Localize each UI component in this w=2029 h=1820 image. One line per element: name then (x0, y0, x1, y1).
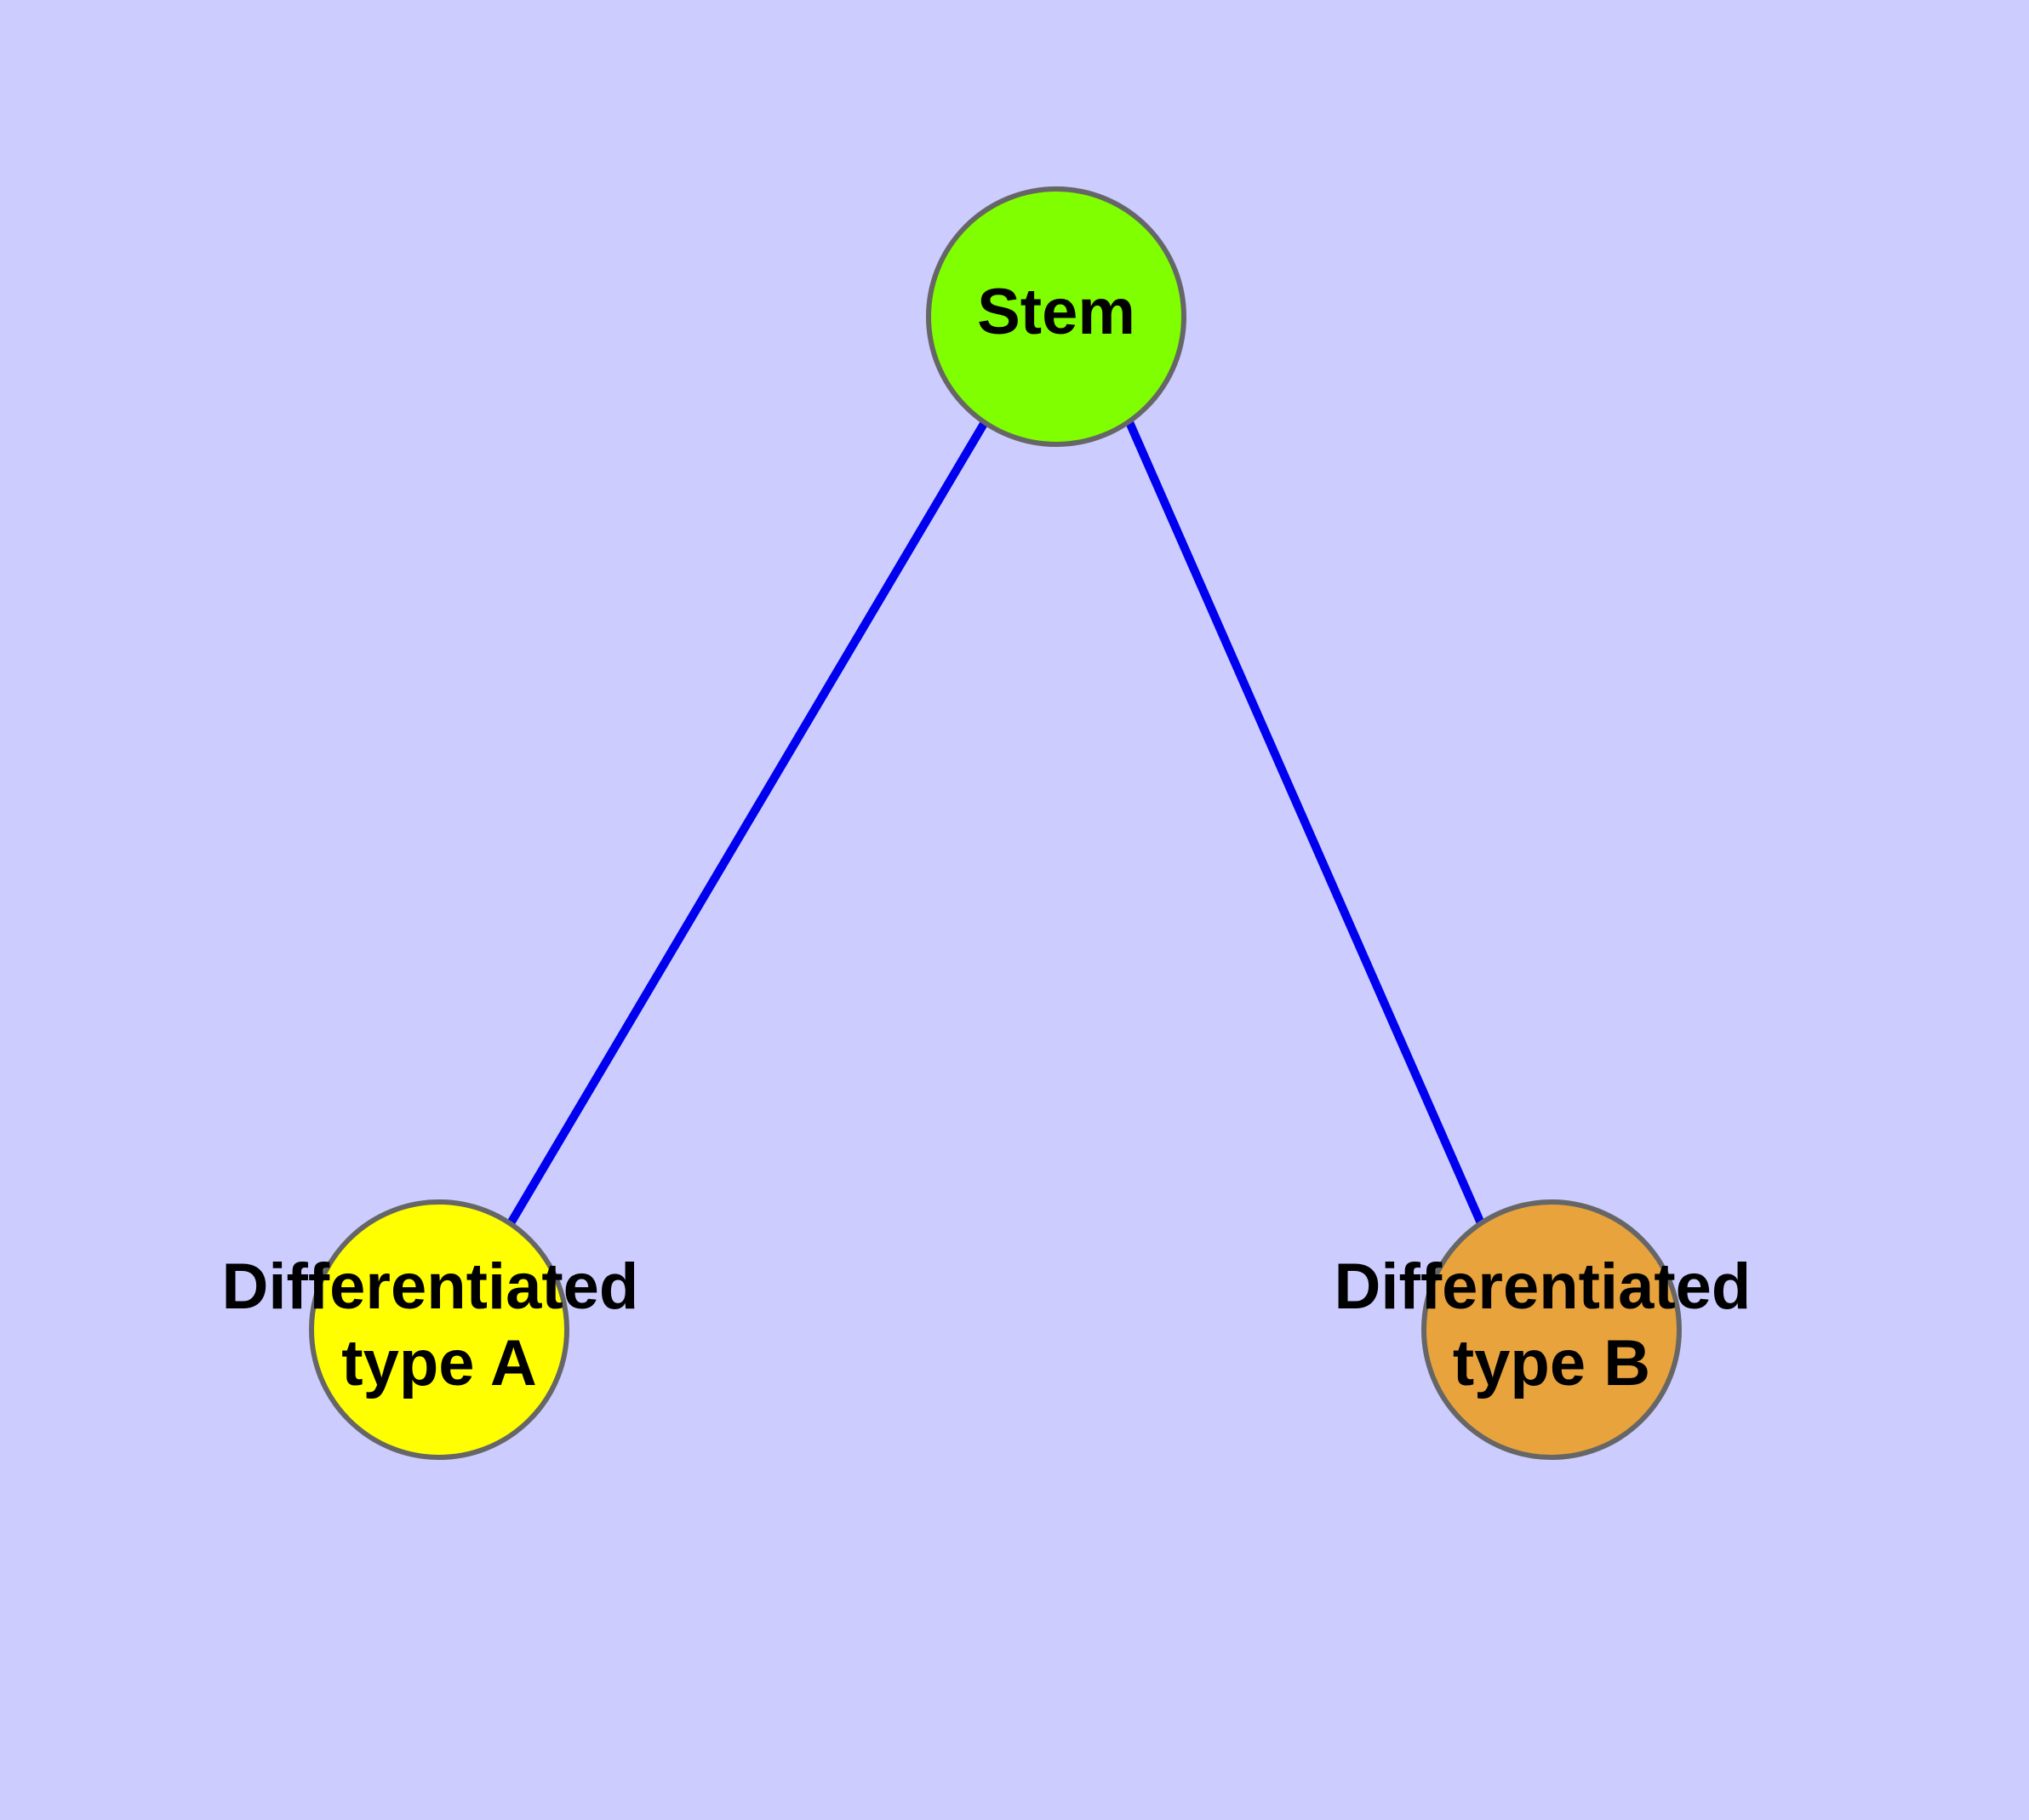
edge-stem-to-differentiated-type-a (506, 420, 989, 1226)
node-stem-circle[interactable] (926, 186, 1186, 447)
labels-layer: Stem Differentiated type A Differentiate… (222, 276, 1769, 1399)
node-differentiated-type-a-circle[interactable] (309, 1199, 569, 1460)
node-differentiated-type-b-label-line-1: Differentiated (1335, 1251, 1752, 1323)
node-stem[interactable] (926, 186, 1186, 447)
node-differentiated-type-b-label-line-2: type B (1453, 1327, 1650, 1399)
node-differentiated-type-b-circle[interactable] (1421, 1199, 1682, 1460)
node-differentiated-type-a-label-line-1: Differentiated (222, 1251, 639, 1323)
node-differentiated-type-a-label: Differentiated type A (222, 1251, 657, 1399)
node-differentiated-type-a[interactable] (309, 1199, 569, 1460)
node-differentiated-type-a-label-line-2: type A (341, 1327, 536, 1399)
node-differentiated-type-b-label: Differentiated type B (1335, 1251, 1769, 1399)
edge-stem-to-differentiated-type-b (1125, 420, 1485, 1226)
node-stem-label-line-1: Stem (977, 276, 1135, 348)
nodes-layer (309, 186, 1682, 1460)
edges-layer (506, 420, 1485, 1226)
node-stem-label: Stem (977, 276, 1135, 348)
node-differentiated-type-b[interactable] (1421, 1199, 1682, 1460)
